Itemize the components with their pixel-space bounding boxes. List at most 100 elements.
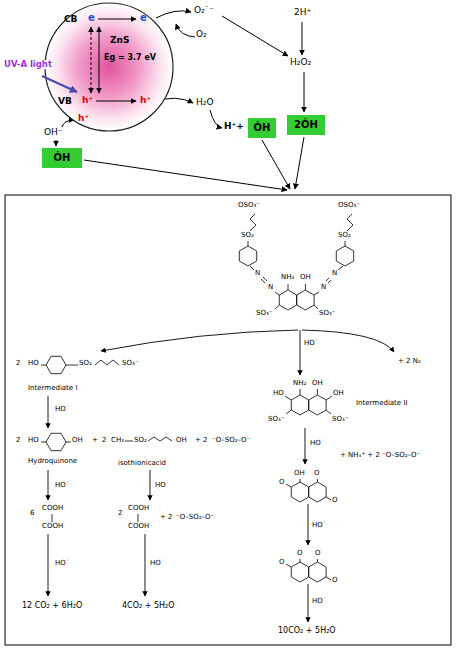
drawing-path <box>176 24 195 37</box>
text-label: 2 <box>16 360 20 367</box>
drawing-line <box>326 410 331 414</box>
drawing-line <box>302 22 303 55</box>
drawing-polygon <box>46 433 66 450</box>
text-label: HO˙ <box>55 482 69 489</box>
text-label: O <box>279 479 285 486</box>
drawing-line <box>48 396 49 428</box>
drawing-line <box>326 396 332 400</box>
text-label: + 2 N₂ <box>398 358 421 365</box>
drawing-line <box>222 16 288 56</box>
text-label: HO˙ <box>55 406 69 413</box>
text-label: OH <box>333 390 344 397</box>
band-label: h⁺ <box>78 114 89 123</box>
drawing-polygon <box>309 562 326 582</box>
text-label: OH⁻ <box>44 128 63 137</box>
drawing-polygon <box>291 482 308 502</box>
drawing-line <box>345 241 346 246</box>
drawing-polygon <box>309 395 326 415</box>
drawing-line <box>317 389 318 395</box>
text-label: HO <box>28 437 39 444</box>
text-label: + 2 <box>160 514 173 521</box>
text-label: + NH₄⁺ + 2 ⁻O–SO₂–O⁻ <box>340 452 420 459</box>
band-label: ZnS <box>110 36 129 45</box>
drawing-line <box>328 280 331 283</box>
text-label: COOH <box>128 523 149 530</box>
text-label: HO˙ <box>150 560 164 567</box>
band-label: Eg = 3.7 eV <box>104 54 156 62</box>
text-label: SO₃⁻ <box>122 360 138 367</box>
drawing-line <box>326 497 331 500</box>
text-label: SO₃⁻ <box>332 416 348 423</box>
text-label: 2 <box>118 510 122 517</box>
text-label: isothionicacid <box>118 460 166 467</box>
drawing-path <box>62 120 74 127</box>
text-label: OH <box>176 437 187 444</box>
drawing-line <box>275 305 279 309</box>
drawing-polyline <box>95 360 119 365</box>
text-label: COOH <box>42 523 63 530</box>
zns-particle <box>44 2 174 132</box>
drawing-line <box>300 559 301 562</box>
text-label: 4CO₂ + 5H₂O <box>122 602 175 610</box>
drawing-line <box>262 140 290 189</box>
text-label: SO₃⁻ <box>319 310 335 317</box>
text-label: SO₂ <box>79 360 92 367</box>
text-label: + <box>92 437 98 444</box>
band-label: e <box>140 13 147 23</box>
drawing-line <box>41 365 46 366</box>
drawing-line <box>98 19 136 20</box>
drawing-rect <box>5 195 451 645</box>
text-label: H₂O₂ <box>290 58 311 67</box>
drawing-line <box>285 396 291 400</box>
drawing-line <box>125 441 133 442</box>
text-label: N <box>321 284 326 291</box>
text-label: HO˙ <box>312 522 326 529</box>
text-label: N <box>332 270 337 277</box>
drawing-polygon <box>279 290 296 310</box>
text-label: HO <box>273 390 284 397</box>
text-label: O <box>314 470 320 477</box>
text-label: OSO₃⁻ <box>338 202 360 209</box>
text-label: COOH <box>42 505 63 512</box>
drawing-line <box>263 277 267 281</box>
text-label: N <box>255 270 260 277</box>
drawing-line <box>305 284 306 290</box>
drawing-path <box>302 330 394 352</box>
drawing-line <box>66 365 78 366</box>
drawing-line <box>338 266 343 270</box>
band-label: h⁺ <box>140 96 151 105</box>
text-label: N <box>268 284 273 291</box>
text-label: NH₂ <box>281 274 294 281</box>
drawing-polyline <box>148 437 172 441</box>
zns-particle: CBVBZnSEg = 3.7 eVeeh⁺h⁺h⁺ <box>44 2 174 132</box>
text-label: OH <box>300 274 311 281</box>
drawing-line <box>41 442 46 443</box>
radical-label: 2ȮH <box>294 120 318 130</box>
drawing-circle <box>45 3 173 131</box>
text-label: H₂O <box>196 98 213 107</box>
drawing-line <box>305 428 306 464</box>
drawing-line <box>300 330 301 375</box>
text-label: HO˙ <box>155 482 169 489</box>
drawing-line <box>145 534 146 596</box>
text-label: OH <box>294 470 305 477</box>
text-label: SO₂ <box>338 232 351 239</box>
drawing-polygon <box>291 395 308 415</box>
drawing-line <box>326 577 331 580</box>
drawing-path <box>210 110 222 128</box>
drawing-line <box>308 584 309 622</box>
drawing-line <box>314 305 318 309</box>
drawing-polygon <box>46 356 66 373</box>
drawing-polyline <box>347 214 353 231</box>
drawing-line <box>42 76 77 92</box>
drawing-line <box>300 479 301 482</box>
text-label: Intermediate I <box>28 385 77 392</box>
radical-box: ȮH <box>248 118 276 138</box>
drawing-line <box>96 101 136 102</box>
text-label: OH <box>72 437 83 444</box>
text-label: HO˙ <box>312 598 326 605</box>
drawing-path <box>101 330 298 351</box>
text-label: Intermediate II <box>356 400 408 407</box>
text-label: ⁻O–SO₂–O⁻ <box>176 514 214 521</box>
